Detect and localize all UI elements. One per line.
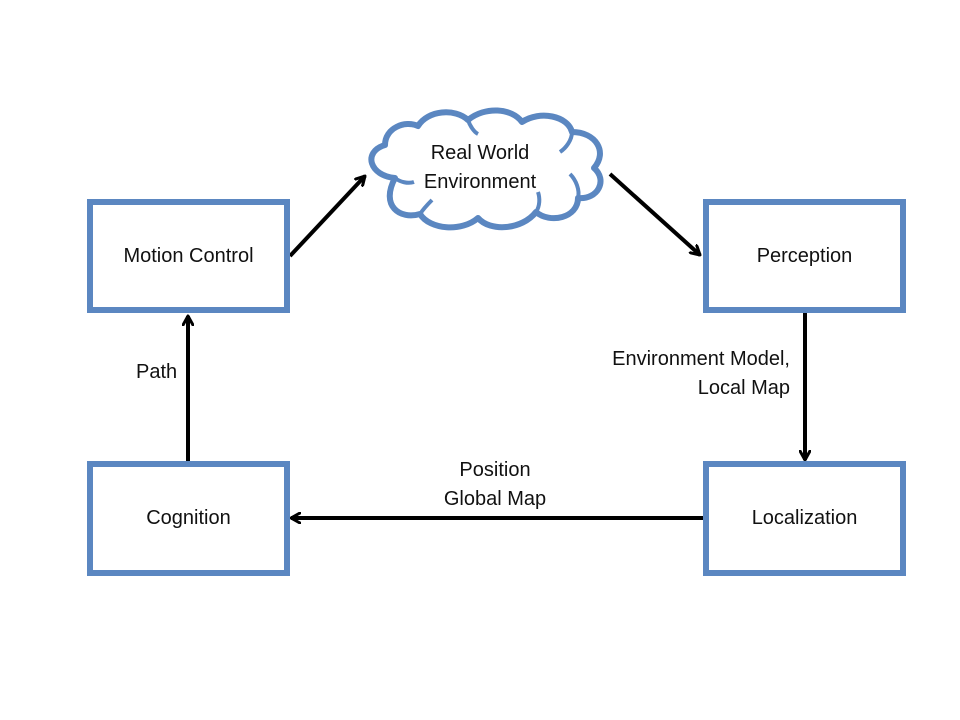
- cloud-label-line2: Environment: [423, 171, 537, 193]
- environment-model-line1: Environment Model,: [612, 348, 790, 370]
- cloud-label: Real World Environment: [400, 139, 560, 197]
- position-edge-label: Position Global Map: [400, 456, 590, 514]
- position-line1: Position: [459, 459, 531, 481]
- perception-label: Perception: [756, 244, 853, 267]
- position-line2: Global Map: [443, 488, 547, 510]
- environment-model-line2: Local Map: [697, 377, 790, 399]
- cognition-label: Cognition: [146, 507, 231, 529]
- path-edge-label: Path: [136, 361, 178, 383]
- cloud-label-line1: Real World: [430, 142, 530, 164]
- perception-box: Perception: [703, 199, 906, 313]
- arrow-cloud-to-perception: [608, 172, 700, 255]
- arrow-motion-to-cloud: [288, 176, 365, 258]
- cognition-box: Cognition: [87, 461, 290, 576]
- environment-model-edge-label: Environment Model, Local Map: [560, 345, 790, 403]
- cloud-shape: [368, 107, 604, 231]
- motion-control-box: Motion Control: [87, 199, 290, 313]
- localization-box: Localization: [703, 461, 906, 576]
- motion-control-label: Motion Control: [123, 244, 254, 267]
- localization-label: Localization: [751, 507, 858, 529]
